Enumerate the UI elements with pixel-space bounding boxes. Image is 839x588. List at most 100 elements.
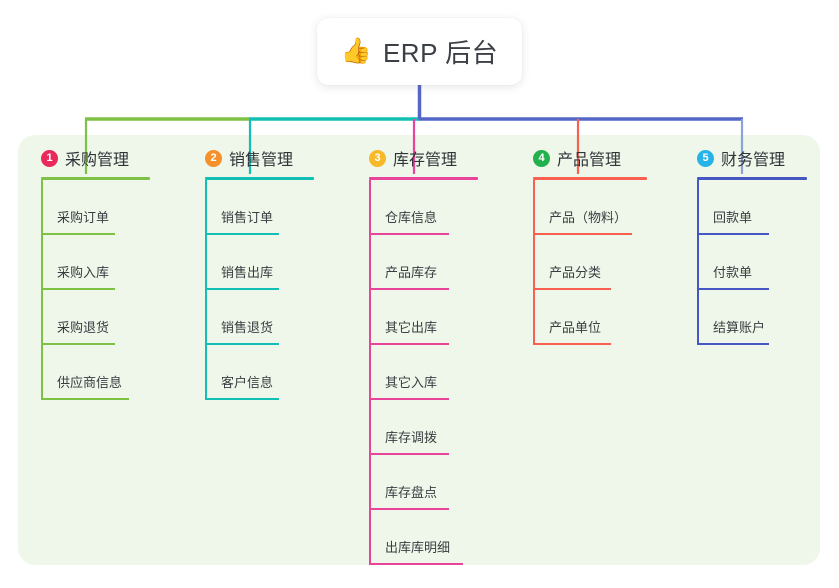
- column-header-3[interactable]: 3 库存管理: [350, 146, 505, 170]
- column-header-rule: [369, 177, 478, 180]
- column-title: 库存管理: [393, 152, 458, 169]
- list-item-label: 其它入库: [385, 375, 438, 390]
- list-item-rule: [369, 343, 449, 345]
- list-item-rule: [41, 398, 129, 400]
- root-node-card[interactable]: 👍 ERP 后台: [317, 18, 522, 85]
- list-item-rule: [205, 343, 279, 345]
- list-item-label: 采购入库: [57, 265, 110, 280]
- list-item-label: 仓库信息: [385, 210, 438, 225]
- list-item-rule: [533, 233, 632, 235]
- list-item-rule: [369, 508, 449, 510]
- list-item-label: 产品单位: [549, 320, 602, 335]
- column-header-2[interactable]: 2 销售管理: [186, 146, 341, 170]
- column-title: 采购管理: [65, 152, 130, 169]
- list-item[interactable]: 采购入库: [41, 235, 177, 290]
- list-item[interactable]: 采购订单: [41, 180, 177, 235]
- column-header-rule: [205, 177, 314, 180]
- list-item-label: 付款单: [713, 265, 753, 280]
- list-item-rule: [41, 233, 115, 235]
- list-item[interactable]: 产品单位: [533, 290, 669, 345]
- list-item[interactable]: 其它入库: [369, 345, 505, 400]
- list-item[interactable]: 其它出库: [369, 290, 505, 345]
- column-2: 2 销售管理销售订单销售出库销售退货客户信息: [186, 146, 341, 400]
- list-item-rule: [369, 453, 449, 455]
- column-title: 产品管理: [557, 152, 622, 169]
- list-item-label: 采购订单: [57, 210, 110, 225]
- list-item[interactable]: 客户信息: [205, 345, 341, 400]
- list-item[interactable]: 结算账户: [697, 290, 833, 345]
- list-item-label: 出库库明细: [385, 540, 451, 555]
- thumbs-up-icon: 👍: [340, 37, 372, 65]
- root-node-title: ERP 后台: [382, 38, 499, 68]
- list-item-label: 其它出库: [385, 320, 438, 335]
- list-item-rule: [697, 233, 769, 235]
- list-item-label: 产品库存: [385, 265, 438, 280]
- list-item-label: 产品分类: [549, 265, 602, 280]
- list-item[interactable]: 销售出库: [205, 235, 341, 290]
- column-header-rule: [697, 177, 807, 180]
- list-item-label: 结算账户: [713, 320, 766, 335]
- column-index-badge: 2: [205, 149, 222, 167]
- list-item[interactable]: 产品（物料）: [533, 180, 669, 235]
- list-item[interactable]: 付款单: [697, 235, 833, 290]
- column-item-list: 销售订单销售出库销售退货客户信息: [186, 180, 341, 400]
- column-1: 1 采购管理采购订单采购入库采购退货供应商信息: [22, 146, 177, 400]
- column-item-list: 回款单付款单结算账户: [678, 180, 833, 345]
- column-3: 3 库存管理仓库信息产品库存其它出库其它入库库存调拨库存盘点出库库明细: [350, 146, 505, 565]
- list-item-rule: [369, 563, 463, 565]
- column-title: 财务管理: [721, 152, 786, 169]
- list-item-label: 产品（物料）: [549, 210, 628, 225]
- list-item[interactable]: 供应商信息: [41, 345, 177, 400]
- list-item[interactable]: 产品库存: [369, 235, 505, 290]
- list-item[interactable]: 产品分类: [533, 235, 669, 290]
- column-header-1[interactable]: 1 采购管理: [22, 146, 177, 170]
- list-item-label: 采购退货: [57, 320, 110, 335]
- column-item-list: 产品（物料） 产品分类产品单位: [514, 180, 669, 345]
- list-item[interactable]: 库存调拨: [369, 400, 505, 455]
- list-item-rule: [697, 288, 769, 290]
- column-item-list: 仓库信息产品库存其它出库其它入库库存调拨库存盘点出库库明细: [350, 180, 505, 565]
- list-item-rule: [41, 288, 115, 290]
- column-spine: [41, 180, 43, 400]
- column-spine: [533, 180, 535, 345]
- list-item-label: 供应商信息: [57, 375, 123, 390]
- column-5: 5 财务管理回款单付款单结算账户: [678, 146, 833, 345]
- list-item[interactable]: 回款单: [697, 180, 833, 235]
- column-index-badge: 3: [369, 149, 386, 167]
- list-item-rule: [205, 398, 279, 400]
- list-item[interactable]: 库存盘点: [369, 455, 505, 510]
- list-item[interactable]: 销售订单: [205, 180, 341, 235]
- column-index-badge: 5: [697, 149, 714, 167]
- list-item-rule: [369, 233, 449, 235]
- list-item-rule: [369, 398, 449, 400]
- column-index-badge: 4: [533, 149, 550, 167]
- list-item[interactable]: 采购退货: [41, 290, 177, 345]
- list-item[interactable]: 仓库信息: [369, 180, 505, 235]
- column-spine: [369, 180, 371, 565]
- list-item-rule: [41, 343, 115, 345]
- list-item-rule: [533, 288, 611, 290]
- list-item-label: 客户信息: [221, 375, 274, 390]
- list-item-label: 库存盘点: [385, 485, 438, 500]
- column-index-badge: 1: [41, 149, 58, 167]
- list-item-label: 销售退货: [221, 320, 274, 335]
- list-item-label: 销售订单: [221, 210, 274, 225]
- list-item-rule: [369, 288, 449, 290]
- list-item-rule: [697, 343, 769, 345]
- column-header-rule: [533, 177, 647, 180]
- list-item-rule: [205, 288, 279, 290]
- list-item[interactable]: 销售退货: [205, 290, 341, 345]
- list-item-label: 销售出库: [221, 265, 274, 280]
- column-spine: [205, 180, 207, 400]
- column-header-5[interactable]: 5 财务管理: [678, 146, 833, 170]
- column-item-list: 采购订单采购入库采购退货供应商信息: [22, 180, 177, 400]
- list-item[interactable]: 出库库明细: [369, 510, 505, 565]
- column-spine: [697, 180, 699, 345]
- column-title: 销售管理: [229, 152, 294, 169]
- list-item-label: 库存调拨: [385, 430, 438, 445]
- column-4: 4 产品管理产品（物料） 产品分类产品单位: [514, 146, 669, 345]
- list-item-rule: [533, 343, 611, 345]
- column-header-4[interactable]: 4 产品管理: [514, 146, 669, 170]
- column-header-rule: [41, 177, 150, 180]
- list-item-rule: [205, 233, 279, 235]
